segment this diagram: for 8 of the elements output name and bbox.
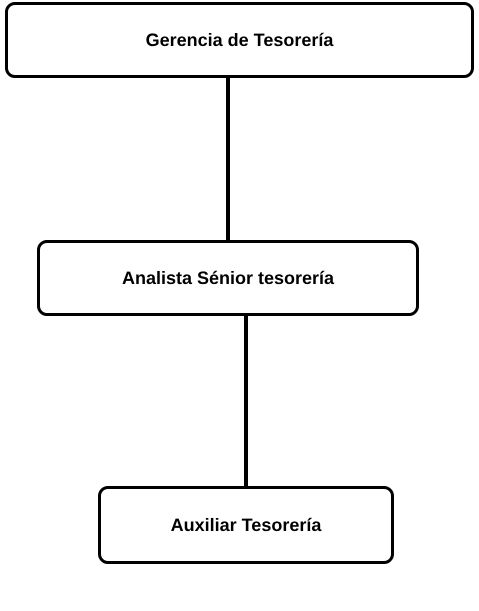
connector-line: [244, 316, 248, 486]
connector-line: [226, 78, 230, 240]
org-box: [37, 240, 419, 316]
role-title: Gerencia de Tesorería: [146, 28, 334, 52]
org-box: [98, 486, 394, 564]
role-title: Analista Sénior tesorería: [122, 266, 334, 290]
org-box: [5, 2, 474, 78]
role-title: Auxiliar Tesorería: [170, 514, 322, 536]
